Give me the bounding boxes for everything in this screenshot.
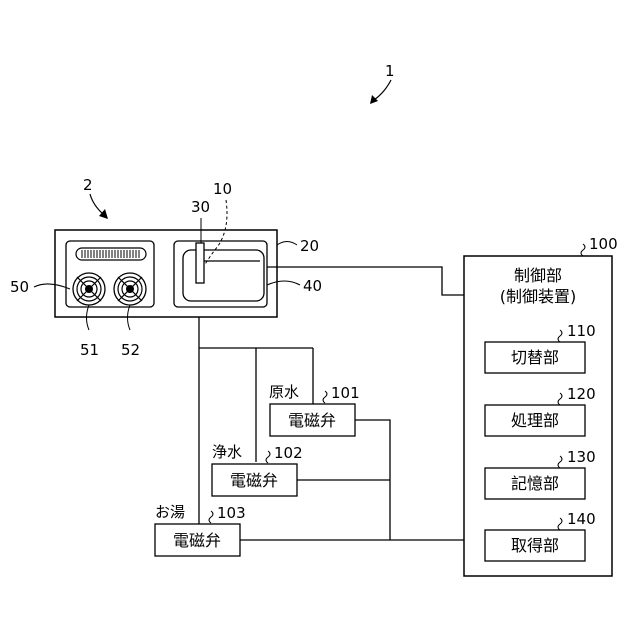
unit-130-ref-label: 130	[567, 448, 596, 466]
burner-left	[73, 273, 105, 305]
burner-right-ref-label: 52	[121, 341, 140, 359]
counter-ref-leader	[277, 242, 297, 246]
sensor-ref-label: 10	[213, 180, 232, 198]
valve-103-box-label: 電磁弁	[173, 531, 221, 550]
valve-103-ref-leader	[209, 511, 213, 523]
unit-140-ref-label: 140	[567, 510, 596, 528]
unit-110-ref-label: 110	[567, 322, 596, 340]
faucet	[196, 243, 204, 283]
burner-right	[114, 273, 146, 305]
controller-title: 制御部	[514, 266, 562, 285]
unit-130-label: 記憶部	[511, 474, 559, 493]
sink-ref-label: 40	[303, 277, 322, 295]
stove	[66, 241, 154, 307]
system-ref-label: 1	[385, 62, 395, 80]
valve-102-box-label: 電磁弁	[230, 471, 278, 490]
unit-120-label: 処理部	[511, 411, 559, 430]
stove-ref-leader	[34, 284, 70, 289]
unit-110-label: 切替部	[511, 348, 559, 367]
grill-vent-slats	[82, 250, 139, 258]
valve-102-ref-leader	[266, 451, 270, 463]
system-ref-arrowhead	[370, 95, 378, 104]
kitchen-ref-arrow	[90, 194, 103, 214]
controller-ref-label: 100	[589, 235, 618, 253]
faucet-ref-label: 30	[191, 198, 210, 216]
valve-101-ref-label: 101	[331, 384, 360, 402]
system-ref-arrow	[374, 80, 391, 100]
stove-ref-label: 50	[10, 278, 29, 296]
valve-103-ref-label: 103	[217, 504, 246, 522]
controller-ref-leader	[581, 244, 585, 256]
valve-101-label: 原水	[269, 383, 299, 401]
unit-120-ref-label: 120	[567, 385, 596, 403]
valve-102-ref-label: 102	[274, 444, 303, 462]
burner-left-ref-label: 51	[80, 341, 99, 359]
valve-102-label: 浄水	[212, 443, 242, 461]
sink-ref-leader	[267, 281, 300, 285]
unit-140-label: 取得部	[511, 536, 559, 555]
signal-line	[267, 267, 464, 295]
sink-basin	[183, 250, 264, 301]
kitchen-ref-arrowhead	[99, 209, 108, 219]
kitchen-ref-label: 2	[83, 176, 93, 194]
valve-101-ref-leader	[323, 391, 327, 403]
valve-101-box-label: 電磁弁	[288, 411, 336, 430]
valve-103-label: お湯	[155, 503, 185, 521]
controller-subtitle: (制御装置)	[500, 287, 577, 306]
counter-ref-label: 20	[300, 237, 319, 255]
